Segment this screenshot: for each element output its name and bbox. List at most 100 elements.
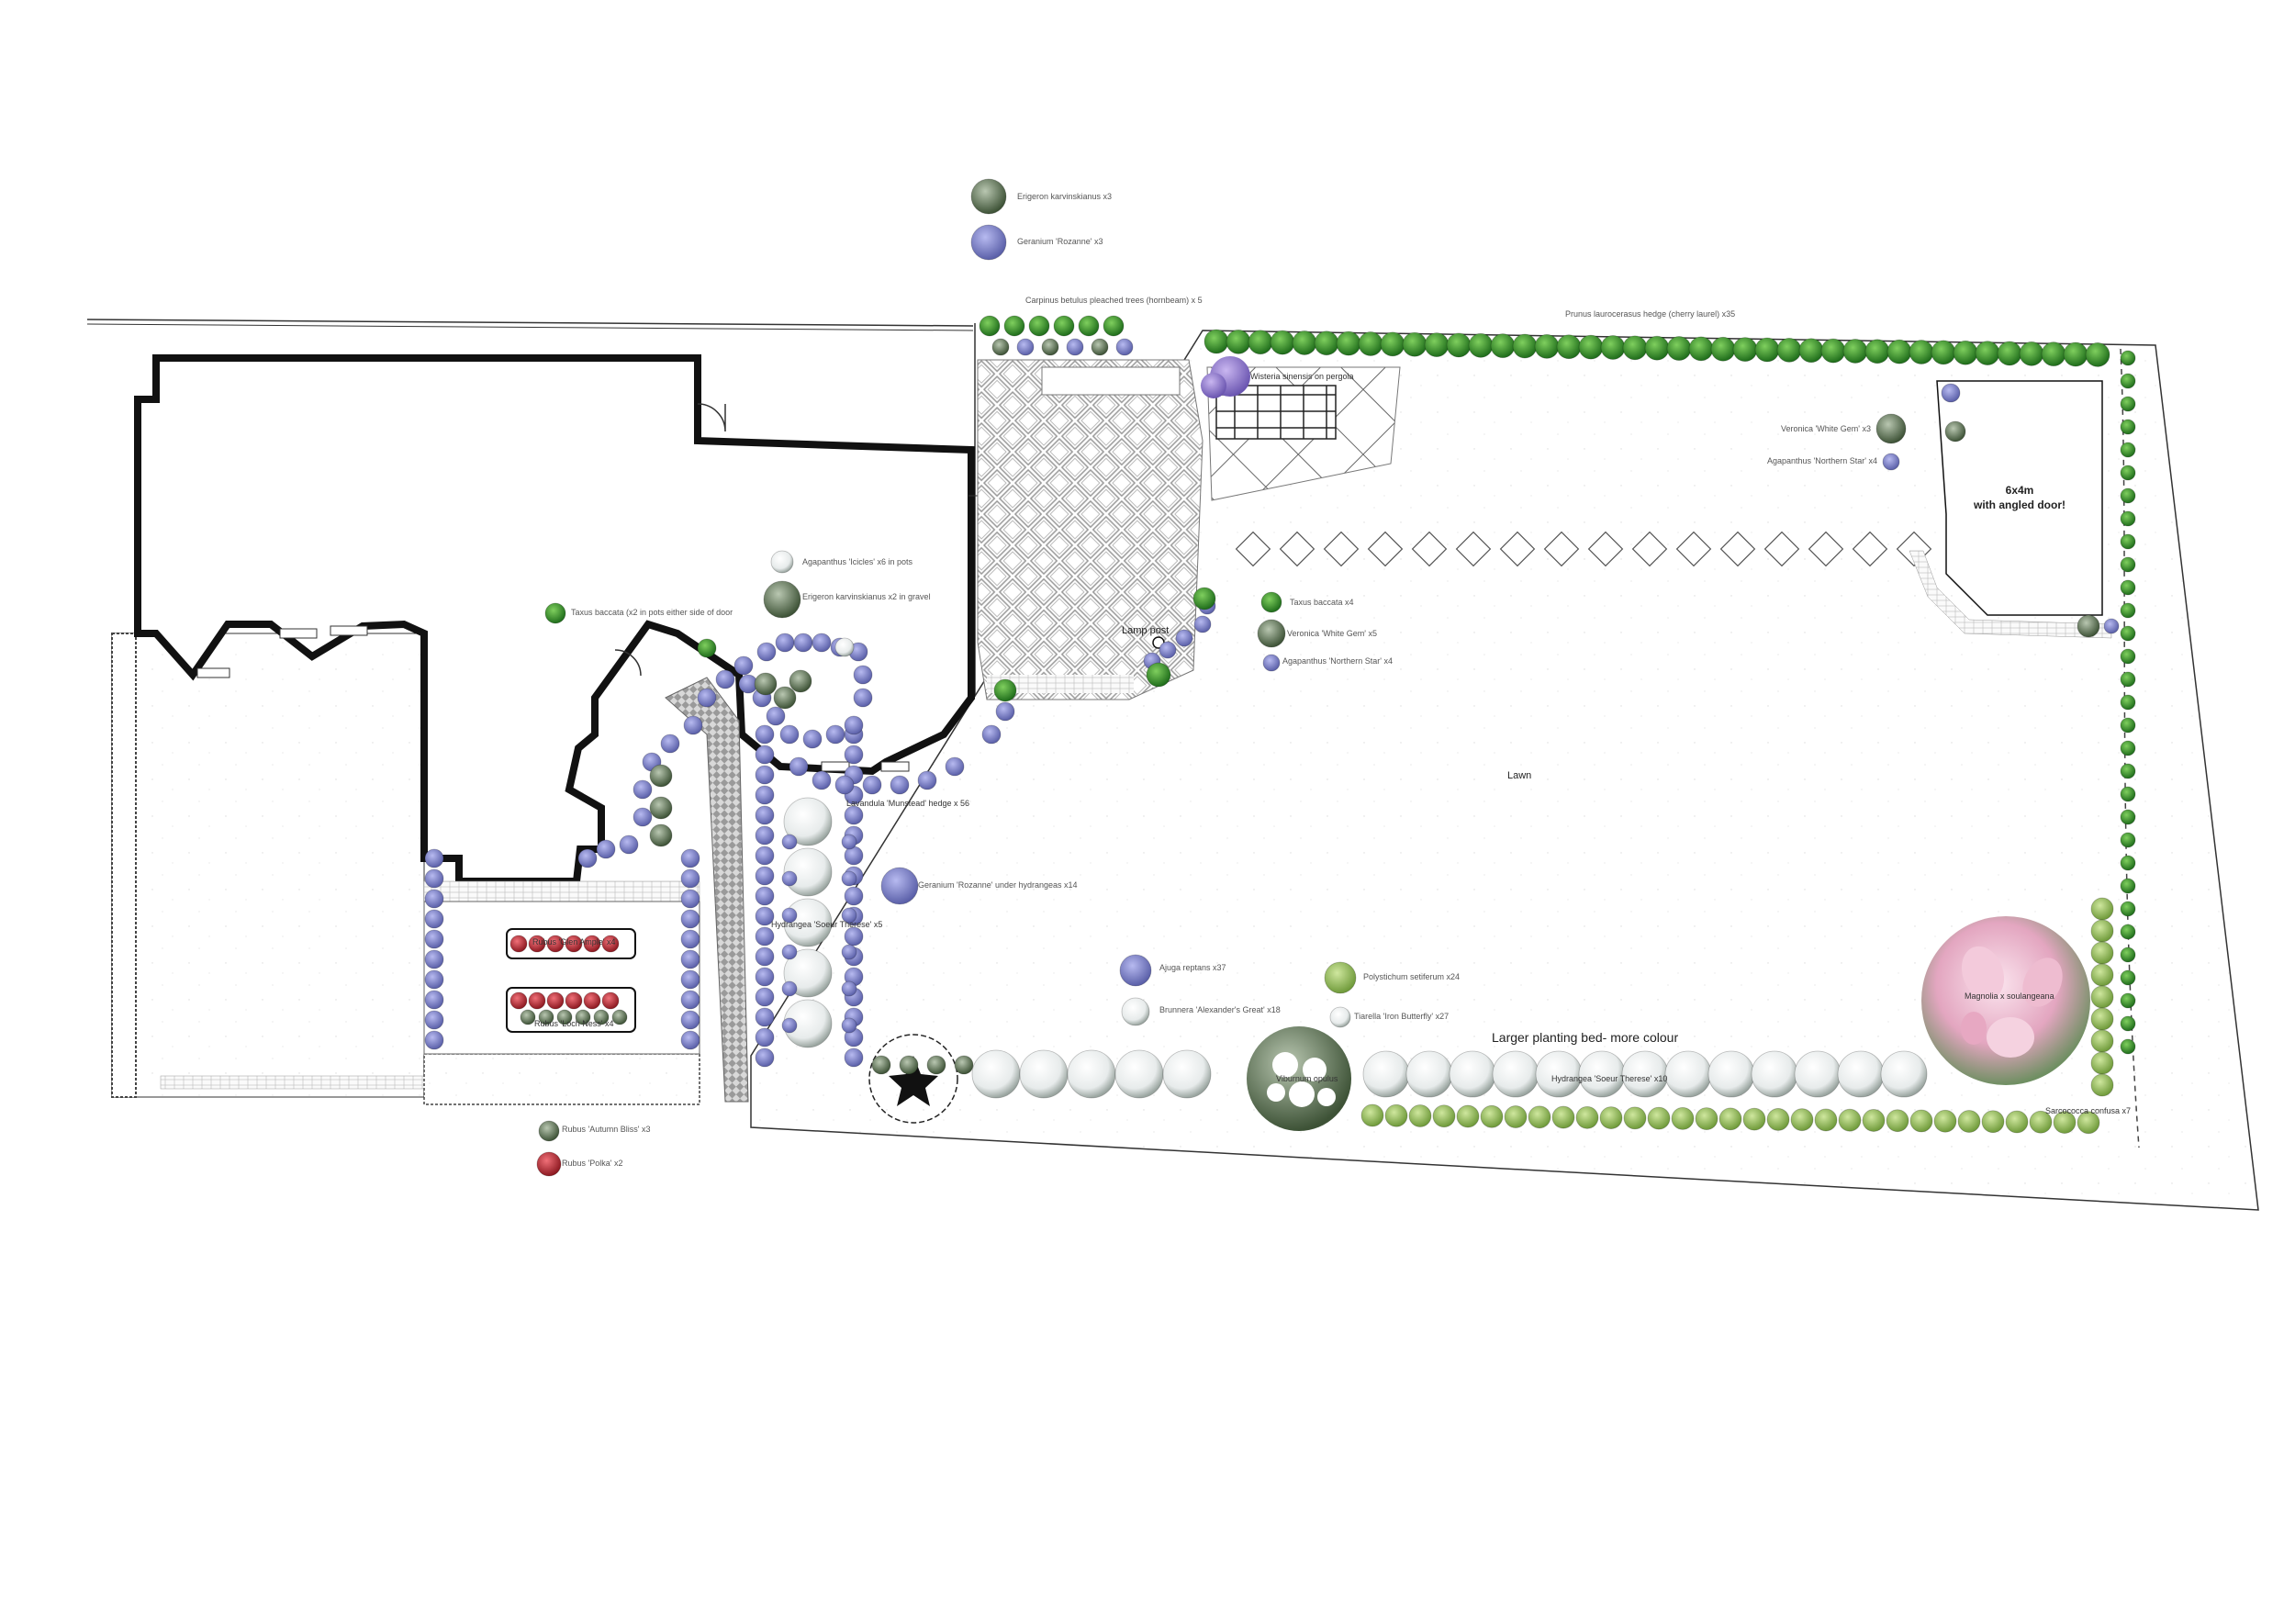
lawn-label: Lawn (1507, 770, 1531, 781)
stepping-stones (1235, 531, 1932, 567)
stepping-stone (1852, 531, 1888, 567)
sarcococca-icon (1886, 1109, 1909, 1133)
lavender-icon (596, 839, 616, 859)
stepping-stone (1455, 531, 1492, 567)
stepping-stone (1543, 531, 1580, 567)
hedge-plant-icon (2120, 901, 2136, 917)
lavender-icon (680, 889, 700, 909)
hedge-plant-icon (1358, 331, 1383, 356)
hedge-plant-icon (1578, 334, 1604, 360)
hedge-plant-icon (1468, 332, 1494, 358)
geranium-icon (781, 1017, 798, 1034)
sarcococca-icon (2090, 941, 2114, 965)
hedge-plant-icon (1975, 341, 2000, 366)
lavender-icon (812, 633, 832, 653)
sarcococca-icon (1695, 1107, 1718, 1131)
hedge-plant-icon (1203, 329, 1229, 354)
lavender-icon (853, 688, 873, 708)
side-path (423, 550, 2112, 1105)
lavender-icon (733, 655, 754, 676)
sarcococca-icon (2005, 1110, 2029, 1134)
hedge-plant-icon (2120, 671, 2136, 688)
sarcococca-icon (1599, 1106, 1623, 1129)
lavender-icon (995, 701, 1015, 722)
hedge-plant-icon (2085, 342, 2110, 367)
sarcococca-label: Sarcococca confusa x7 (2045, 1106, 2131, 1115)
sarcococca-icon (1814, 1108, 1838, 1132)
hedge-plant-icon (2120, 832, 2136, 848)
sarcococca-icon (2053, 1111, 2077, 1134)
prunus-hedge (979, 315, 2136, 1055)
hornbeam-icon (979, 315, 1001, 337)
geranium-icon (841, 907, 857, 924)
lavender-icon (981, 724, 1002, 745)
hedge-plant-icon (1842, 339, 1868, 364)
hydrangea-icon (783, 948, 833, 998)
erigeron-icon (970, 178, 1007, 215)
lavender-icon (755, 765, 775, 785)
stepping-stone (1499, 531, 1536, 567)
hydrangea-icon (783, 847, 833, 897)
hydrangea-icon (1019, 1049, 1069, 1099)
plant-labels: Erigeron karvinskianus x3 Geranium 'Roza… (562, 192, 2131, 1168)
hedge-plant-icon (1953, 340, 1978, 365)
lavender-icon (680, 1010, 700, 1030)
hydrangea-icon (1794, 1050, 1842, 1098)
hydrangea-icon (783, 797, 833, 846)
agapanthus-pot-icon (834, 637, 855, 657)
hedge-plant-icon (1424, 332, 1450, 358)
sarcococca-icon (1766, 1108, 1790, 1131)
lavender-icon (755, 967, 775, 987)
ajuga-icon (871, 1055, 891, 1075)
hydrangea-icon (1880, 1050, 1928, 1098)
sarcococca-icon (2090, 1051, 2114, 1075)
hedge-plant-icon (1314, 330, 1339, 356)
hornbeam-icon (1078, 315, 1100, 337)
hedge-plant-icon (1754, 337, 1780, 363)
hedge-plant-icon (2120, 556, 2136, 573)
geranium-icon (841, 1017, 857, 1034)
lavender-icon (633, 807, 653, 827)
agapanthus-pots-label: Agapanthus 'Icicles' x6 in pots (802, 557, 913, 566)
lavender-icon (680, 929, 700, 949)
veronica-key-label: Veronica 'White Gem' x5 (1287, 629, 1377, 638)
taxus-icon (993, 678, 1017, 702)
hydrangea-row (781, 797, 1928, 1099)
hedge-plant-icon (2120, 579, 2136, 596)
front-garden (111, 633, 437, 1098)
veronica-icon (1944, 420, 1966, 442)
lavender-icon (424, 1030, 444, 1050)
rubus-loch-ness-label: Rubus 'Loch Ness' x4 (534, 1019, 613, 1028)
hedge-plant-icon (2120, 878, 2136, 894)
taxus-icon (1146, 662, 1171, 688)
hedge-plant-icon (1798, 338, 1824, 364)
hornbeam-icon (1103, 315, 1125, 337)
hedge-plant-icon (1644, 335, 1670, 361)
stepping-stone (1719, 531, 1756, 567)
lavender-icon (755, 906, 775, 926)
stepping-stone (1367, 531, 1404, 567)
lavender-icon (917, 770, 937, 790)
polystichum-icon (1324, 961, 1357, 994)
ajuga-label: Ajuga reptans x37 (1159, 963, 1226, 972)
hedge-plant-icon (2120, 625, 2136, 642)
rubus-loch-ness-icon (601, 991, 620, 1010)
taxus-icon (1192, 587, 1216, 610)
lavender-icon (697, 688, 717, 708)
lavender-icon (945, 756, 965, 777)
geranium-icon (841, 870, 857, 887)
rubus-glen-ample-label: Rubus 'Glen Ample' x4 (532, 937, 615, 946)
hedge-plant-icon (1380, 331, 1405, 357)
stepping-stone (1411, 531, 1448, 567)
rubus-loch-ness-icon (546, 991, 565, 1010)
hedge-plant-icon (2120, 763, 2136, 779)
hedge-plant-icon (2120, 442, 2136, 458)
sarcococca-row (1360, 897, 2114, 1135)
lavender-icon (779, 724, 800, 745)
rubus-glen-ample-icon (601, 935, 620, 953)
lavender-icon (424, 889, 444, 909)
tiarella-label: Tiarella 'Iron Butterfly' x27 (1354, 1012, 1449, 1021)
hedge-plant-icon (1909, 340, 1934, 364)
hedge-plant-icon (2063, 342, 2088, 367)
rubus-glen-ample-icon (528, 935, 546, 953)
